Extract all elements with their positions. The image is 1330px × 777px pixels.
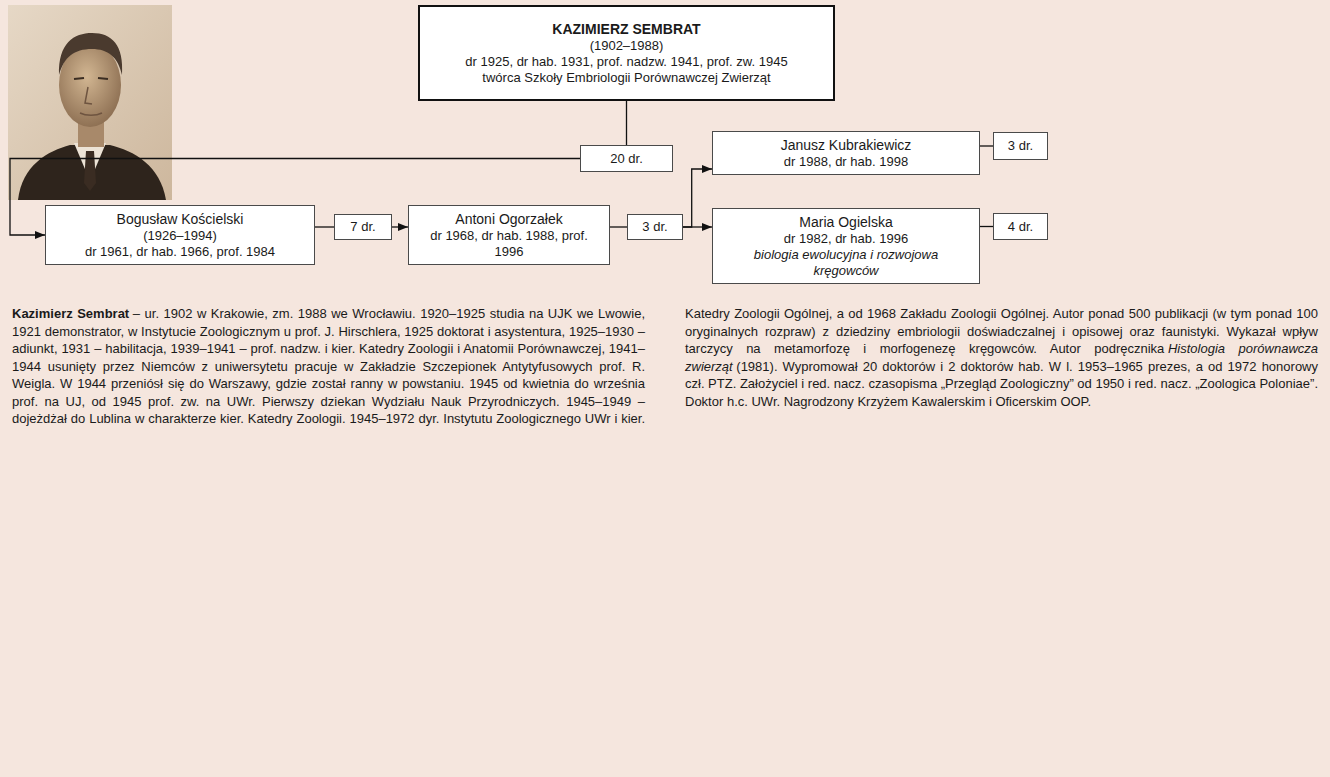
box-text: (1926–1994) <box>143 228 217 244</box>
connector-arrow <box>683 169 712 227</box>
person-name: Bogusław Kościelski <box>117 210 244 228</box>
doctorate-count: 4 dr. <box>1008 219 1033 235</box>
connector-line <box>980 145 993 146</box>
root-person-box: KAZIMIERZ SEMBRAT(1902–1988)dr 1925, dr … <box>418 5 835 101</box>
person-name: KAZIMIERZ SEMBRAT <box>552 20 700 38</box>
person-box: Bogusław Kościelski(1926–1994)dr 1961, d… <box>45 205 315 265</box>
person-name: Maria Ogielska <box>799 213 892 231</box>
connector-line <box>610 226 627 227</box>
connector-arrow <box>683 226 712 227</box>
box-text: biologia ewolucyjna i rozwojowa kręgowcó… <box>721 247 971 279</box>
person-box: Antoni Ogorzałekdr 1968, dr hab. 1988, p… <box>408 205 610 265</box>
person-box: Maria Ogielskadr 1982, dr hab. 1996biolo… <box>712 208 980 284</box>
biography-text: (1981). Wypromował 20 doktorów i 2 dokto… <box>685 359 1318 409</box>
count-box: 3 dr. <box>993 132 1048 160</box>
count-box: 3 dr. <box>627 214 683 240</box>
box-text: dr 1961, dr hab. 1966, prof. 1984 <box>85 244 275 260</box>
person-name: Janusz Kubrakiewicz <box>781 136 912 154</box>
person-name: Kazimierz Sembrat <box>12 306 129 321</box>
box-text: (1902–1988) <box>590 38 664 54</box>
box-text: twórca Szkoły Embriologii Porównawczej Z… <box>482 70 770 86</box>
person-box: Janusz Kubrakiewiczdr 1988, dr hab. 1998 <box>712 131 980 175</box>
doctorate-count: 3 dr. <box>1008 138 1033 154</box>
box-text: dr 1968, dr hab. 1988, prof. 1996 <box>417 228 601 260</box>
connector-line <box>626 101 627 145</box>
box-text: dr 1925, dr hab. 1931, prof. nadzw. 1941… <box>465 54 787 70</box>
box-text: dr 1988, dr hab. 1998 <box>784 154 908 170</box>
person-name: Antoni Ogorzałek <box>455 210 562 228</box>
count-box: 7 dr. <box>334 214 392 240</box>
box-text: dr 1982, dr hab. 1996 <box>784 231 908 247</box>
count-box: 20 dr. <box>580 145 673 172</box>
count-box: 4 dr. <box>993 213 1048 240</box>
biography-text: Kazimierz Sembrat– ur. 1902 w Krakowie, … <box>12 305 1318 428</box>
connector-line <box>980 226 993 227</box>
connector-line <box>315 226 334 227</box>
doctorate-count: 7 dr. <box>350 219 375 235</box>
portrait-photo <box>8 5 172 200</box>
doctorate-count: 3 dr. <box>642 219 667 235</box>
connector-arrow <box>392 226 408 227</box>
doctorate-count: 20 dr. <box>610 151 643 167</box>
